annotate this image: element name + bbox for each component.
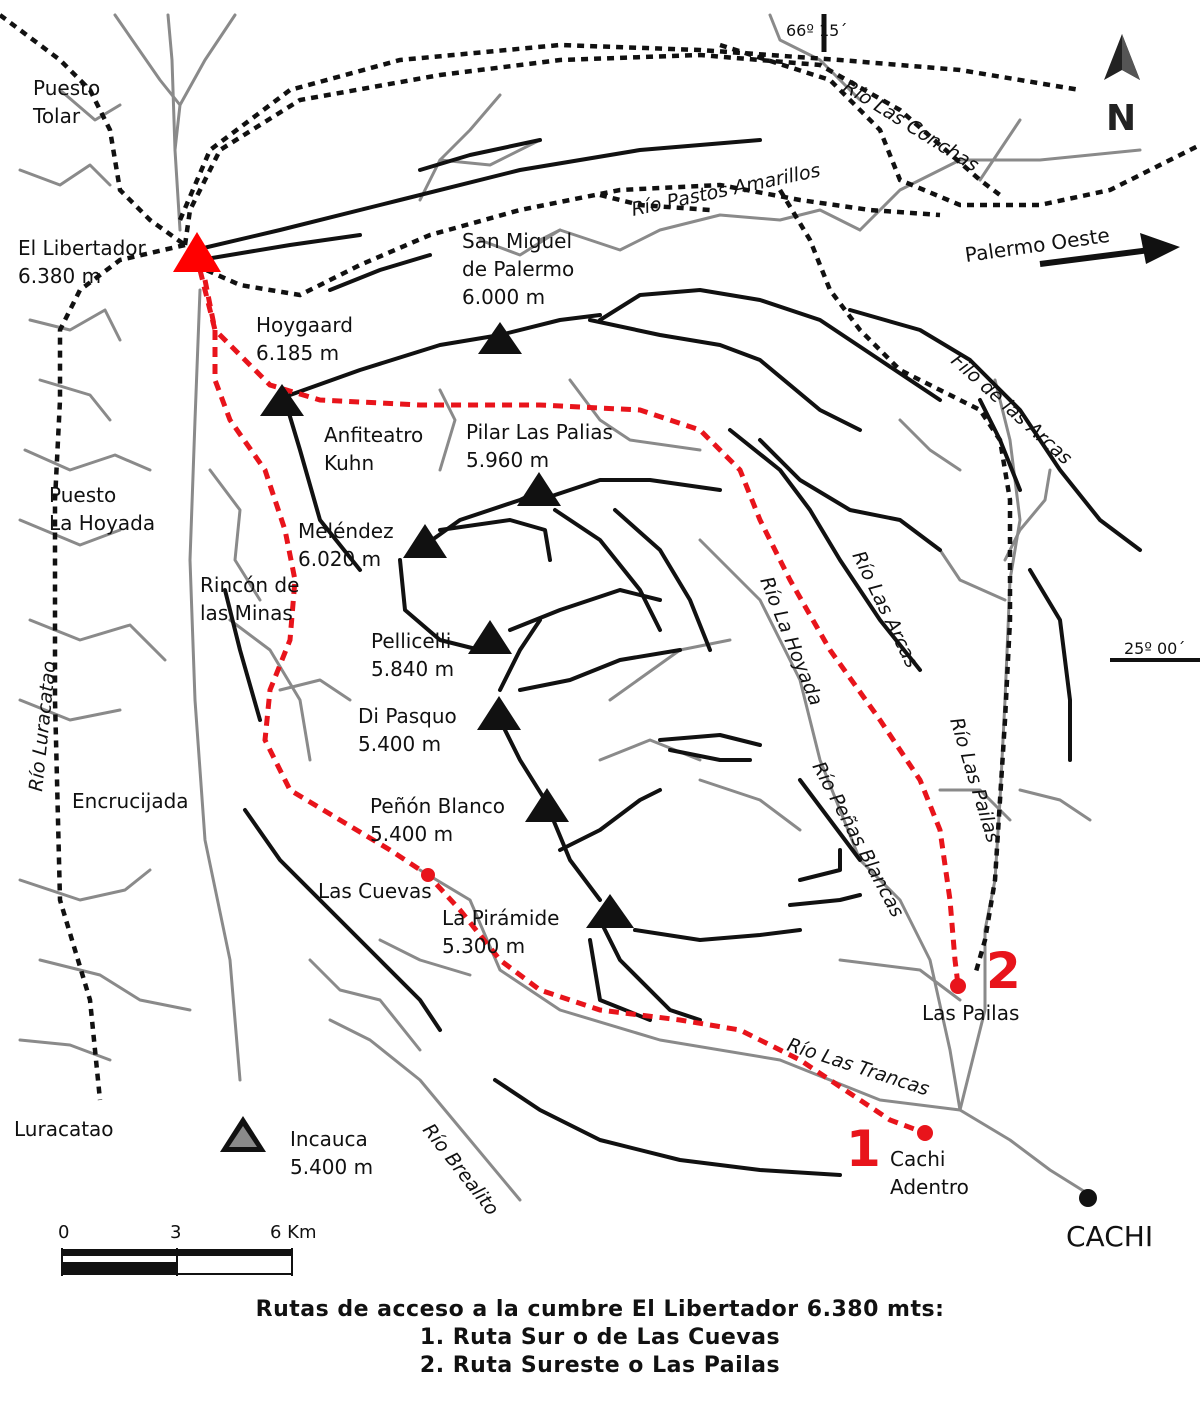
route-1-marker: 1: [846, 1120, 881, 1178]
pellicelli-peak-marker: [468, 620, 512, 654]
route-2-marker: 2: [986, 942, 1021, 1000]
rio-las-arcas-label: Río Las Arcas: [848, 548, 924, 672]
las-cuevas-label: Las Cuevas: [318, 879, 432, 903]
pilar-label: Pilar Las Palias 5.960 m: [466, 420, 619, 472]
caption-route-1: 1. Ruta Sur o de Las Cuevas: [419, 1325, 781, 1350]
scale-label-3: 3: [170, 1222, 181, 1243]
di-pasquo-peak-marker: [477, 696, 521, 730]
pellicelli-label: Pellicelli 5.840 m: [371, 629, 458, 681]
san-miguel-peak-marker: [478, 322, 522, 354]
route-2-start-dot: [950, 978, 966, 994]
latitude-label: 25º 00´: [1124, 639, 1185, 658]
el-libertador-label: El Libertador 6.380 m: [18, 236, 152, 288]
cachi-adentro-label: Cachi Adentro: [890, 1147, 969, 1199]
rio-brealito-label: Río Brealito: [418, 1120, 503, 1220]
north-arrow-shade-icon: [1122, 34, 1140, 80]
las-pailas-label: Las Pailas: [922, 1001, 1019, 1025]
route-1-sur-las-cuevas: [202, 279, 926, 1136]
cachi-label: CACHI: [1066, 1220, 1153, 1253]
di-pasquo-label: Di Pasquo 5.400 m: [358, 704, 463, 756]
melendez-peak-marker: [403, 524, 447, 558]
route-1-start-dot: [917, 1125, 933, 1141]
el-libertador-summit-marker: [173, 232, 221, 272]
rio-las-conchas-label: Río Las Conchas: [839, 76, 982, 177]
route-2-sureste-las-pailas: [197, 269, 961, 986]
piramide-label: La Pirámide 5.300 m: [442, 906, 566, 958]
longitude-label: 66º 15´: [786, 21, 847, 40]
scale-bar: [61, 1248, 293, 1276]
penon-blanco-label: Peñón Blanco 5.400 m: [370, 794, 511, 846]
las-cuevas-dot: [421, 868, 435, 882]
trail-network: [0, 13, 1200, 1101]
anfiteatro-kuhn-label: Anfiteatro Kuhn: [324, 423, 430, 475]
encrucijada-label: Encrucijada: [72, 789, 189, 813]
hoygaard-label: Hoygaard 6.185 m: [256, 313, 359, 365]
north-letter: N: [1106, 98, 1136, 139]
map-caption: Rutas de acceso a la cumbre El Libertado…: [0, 1296, 1200, 1380]
rio-las-pailas-label: Río Las Pailas: [945, 715, 1004, 845]
hoygaard-peak-marker: [260, 384, 304, 416]
rincon-minas-label: Rincón de las Minas: [200, 573, 306, 625]
incauca-peak-marker-inner: [229, 1126, 257, 1147]
scale-label-6: 6 Km: [270, 1222, 317, 1243]
penon-blanco-peak-marker: [525, 788, 569, 822]
puesto-tolar-label: Puesto Tolar: [32, 76, 107, 128]
piramide-peak-marker: [586, 894, 634, 928]
pilar-peak-marker: [517, 472, 561, 506]
cachi-dot: [1079, 1189, 1097, 1207]
rio-la-hoyada-label: Río La Hoyada: [755, 574, 827, 709]
puesto-la-hoyada-label: Puesto La Hoyada: [49, 483, 155, 535]
san-miguel-label: San Miguel de Palermo 6.000 m: [462, 229, 581, 309]
ridge-lines: [193, 138, 1142, 1177]
luracatao-label: Luracatao: [14, 1117, 114, 1141]
scale-label-0: 0: [58, 1222, 69, 1243]
caption-route-2: 2. Ruta Sureste o Las Pailas: [419, 1353, 781, 1378]
melendez-label: Meléndez 6.020 m: [298, 519, 400, 571]
incauca-label: Incauca 5.400 m: [290, 1127, 374, 1179]
caption-title: Rutas de acceso a la cumbre El Libertado…: [255, 1297, 945, 1322]
palermo-oeste-arrow: [1039, 233, 1180, 267]
